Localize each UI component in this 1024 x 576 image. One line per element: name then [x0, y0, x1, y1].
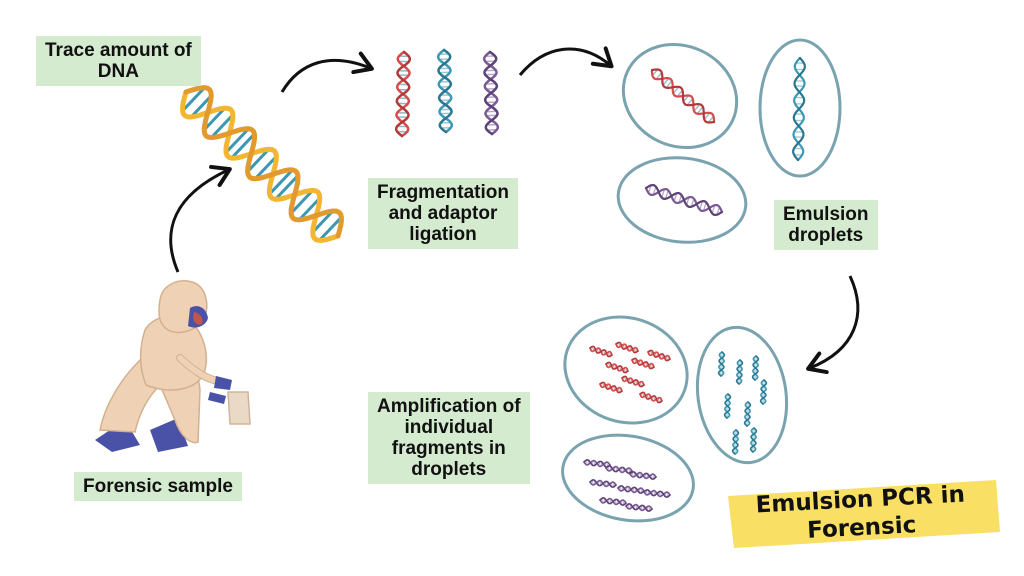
amplified-fragment-red: [639, 391, 663, 404]
amplified-fragment-red: [589, 345, 613, 358]
dna-fragment-teal: [436, 48, 454, 134]
dna-helix-strand: [180, 85, 344, 243]
amplified-fragment-purple: [629, 471, 657, 480]
label-trace-dna: Trace amount of DNA: [36, 36, 201, 86]
amplified-fragment-purple: [599, 497, 627, 506]
amplified-fragment-teal: [723, 393, 732, 419]
dna-fragments: [394, 48, 806, 512]
amplified-fragment-purple: [617, 485, 645, 494]
arrow-fragments-to-droplets: [518, 46, 614, 76]
amplified-fragment-purple: [643, 489, 671, 498]
amplified-fragment-teal: [735, 359, 744, 385]
title-highlight: [728, 480, 1000, 548]
label-forensic-sample: Forensic sample: [74, 472, 242, 501]
amplified-fragment-purple: [625, 503, 653, 512]
dna-double-helix-large: [180, 85, 344, 243]
amplified-fragment-red: [599, 381, 623, 394]
amplified-fragment-purple: [605, 465, 633, 474]
amplified-fragment-red: [605, 361, 629, 374]
amplified-fragment-teal: [731, 429, 740, 455]
arrow-sample-to-dna: [169, 164, 232, 273]
amplified-fragment-teal: [759, 379, 768, 405]
label-emulsion-droplets: Emulsion droplets: [774, 200, 878, 250]
amplified-fragment-purple: [589, 479, 617, 488]
amplified-fragment-teal: [749, 427, 758, 453]
arrow-dna-to-fragments: [280, 51, 374, 93]
label-amplification: Amplification of individual fragments in…: [368, 392, 530, 484]
forensic-investigator-illustration: [95, 280, 251, 452]
droplet-fragment-red: [650, 68, 716, 124]
amplified-fragment-red: [647, 349, 671, 362]
droplet-fragment-purple: [644, 184, 724, 216]
dna-fragment-red: [394, 50, 412, 138]
title-block: Emulsion PCR in Forensic: [722, 480, 1000, 548]
amplification-droplet: [695, 325, 789, 465]
amplified-fragment-teal: [751, 355, 760, 381]
amplified-fragment-red: [631, 357, 655, 370]
amplified-fragment-red: [615, 341, 639, 354]
arrow-droplets-to-amplification: [806, 275, 860, 375]
label-fragmentation: Fragmentation and adaptor ligation: [368, 178, 518, 249]
amplification-droplet: [561, 433, 695, 523]
diagram-title: Emulsion PCR in Forensic: [755, 481, 966, 544]
amplified-fragment-purple: [583, 459, 611, 468]
dna-fragment-purple: [482, 50, 500, 136]
amplified-fragment-teal: [717, 351, 726, 377]
amplified-fragment-teal: [743, 401, 752, 427]
droplet-fragment-teal: [792, 56, 806, 162]
amplified-fragment-red: [621, 375, 645, 388]
